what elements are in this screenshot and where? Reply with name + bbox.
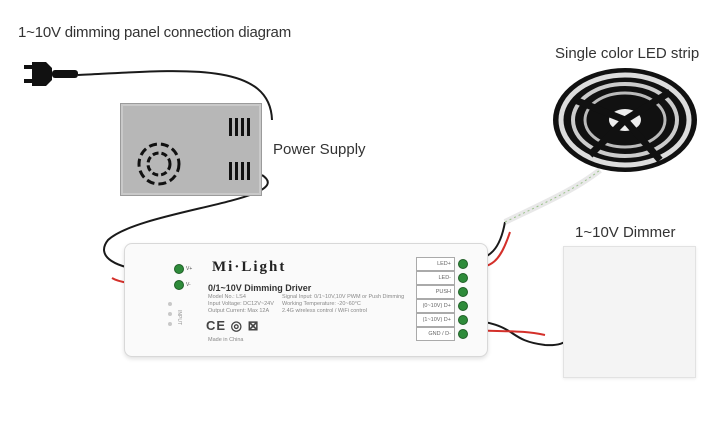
led-strip-label: Single color LED strip (555, 45, 700, 62)
psu-vent-icon (229, 118, 250, 180)
driver-brand: Mi·Light (212, 259, 287, 275)
output-terminal-screw (458, 287, 468, 297)
output-terminal-label: PUSH (416, 285, 455, 299)
output-terminal-label: LED+ (416, 257, 455, 271)
indicator-dot (168, 322, 172, 326)
input-terminal-screw (174, 264, 184, 274)
power-supply-unit (120, 103, 262, 196)
led-reel-icon (553, 68, 697, 172)
certification-marks-icon: CE ◎ ⊠ (206, 318, 260, 333)
input-terminal-screw (174, 280, 184, 290)
power-plug-icon (24, 62, 78, 86)
input-terminal-label: V- (186, 282, 191, 288)
dimmer-label: 1~10V Dimmer (575, 224, 676, 241)
output-terminal-screw (458, 315, 468, 325)
output-terminal-screw (458, 301, 468, 311)
psu-fan-icon (137, 142, 181, 186)
made-in-label: Made in China (208, 337, 244, 343)
spec-line: Model No.: LS4 (208, 294, 246, 300)
indicator-dot (168, 312, 172, 316)
dimmer-panel (563, 246, 696, 378)
input-side-label: INPUT (176, 310, 182, 325)
output-terminal-screw (458, 273, 468, 283)
output-terminal-screw (458, 259, 468, 269)
spec-line: Working Temperature: -20~60°C (282, 301, 361, 307)
spec-left: Model No.: LS4 Input Voltage: DC12V~24V … (208, 294, 274, 315)
output-terminal-screw (458, 329, 468, 339)
driver-model-title: 0/1~10V Dimming Driver (208, 283, 312, 293)
spec-right: Signal Input: 0/1~10V,10V PWM or Push Di… (282, 294, 404, 315)
mains-cable (77, 70, 273, 121)
diagram-title: 1~10V dimming panel connection diagram (18, 24, 291, 41)
output-terminal-label: (0~10V) D+ (416, 299, 455, 313)
output-terminal-label: LED- (416, 271, 455, 285)
output-terminal-label: GND / D- (416, 327, 455, 341)
led-strip-tail (503, 167, 602, 225)
spec-line: Output Current: Max 12A (208, 308, 270, 314)
indicator-dot (168, 302, 172, 306)
spec-line: Signal Input: 0/1~10V,10V PWM or Push Di… (282, 294, 405, 300)
power-supply-label: Power Supply (273, 141, 366, 158)
psu-details (137, 118, 250, 186)
output-terminal-label: (1~10V) D+ (416, 313, 455, 327)
spec-line: 2.4G wireless control / WiFi control (282, 308, 367, 314)
input-terminal-label: V+ (186, 266, 193, 272)
spec-line: Input Voltage: DC12V~24V (208, 301, 274, 307)
